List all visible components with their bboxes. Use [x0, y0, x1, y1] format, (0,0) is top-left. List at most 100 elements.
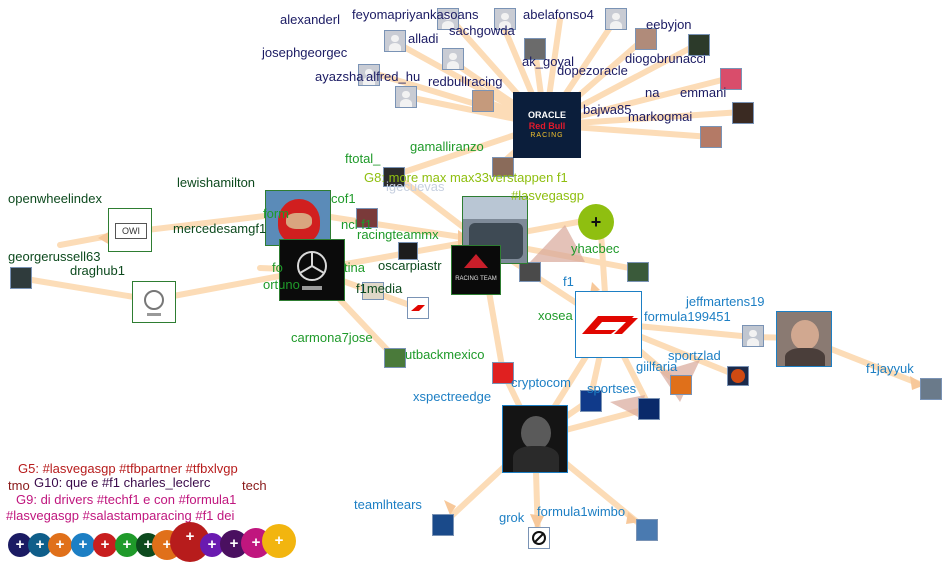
user-avatar[interactable] [638, 398, 660, 420]
racing-team-node[interactable]: RACING TEAM [451, 245, 501, 295]
user-avatar[interactable] [636, 519, 658, 541]
openwheelindex-node[interactable]: OWI [108, 208, 152, 252]
node-label: sachgowda [449, 23, 515, 38]
node-label: igecuevas [386, 179, 445, 194]
node-label: eebyjon [646, 17, 692, 32]
node-label: alladi [408, 31, 439, 46]
user-avatar[interactable] [688, 34, 710, 56]
node-label: sportzlad [668, 348, 721, 363]
group-button[interactable]: + [115, 533, 139, 557]
user-avatar[interactable] [627, 262, 649, 282]
user-avatar[interactable] [920, 378, 942, 400]
mercedesamgf1-node[interactable] [279, 239, 345, 301]
group-button[interactable]: + [93, 533, 117, 557]
group-label-g5: G5: #lasvegasgp #tfbpartner #tfbxlvgp [18, 461, 238, 476]
node-label: yhacbec [571, 241, 620, 256]
node-label: georgerussell63 [8, 249, 101, 264]
node-label: xosea [538, 308, 573, 323]
node-label: ayazsha [315, 69, 364, 84]
lewishamilton-node[interactable] [265, 190, 331, 246]
user-avatar[interactable] [580, 390, 602, 412]
node-label: fo [272, 260, 283, 275]
arrow-head [530, 514, 544, 530]
user-avatar[interactable] [437, 8, 459, 30]
node-label: na [645, 85, 660, 100]
user-avatar[interactable] [524, 38, 546, 60]
node-label: grok [499, 510, 525, 525]
xspectreedge-node[interactable] [502, 405, 568, 473]
user-avatar[interactable] [442, 48, 464, 70]
node-label: bajwa85 [583, 102, 632, 117]
user-avatar[interactable] [742, 325, 764, 347]
user-avatar[interactable] [398, 242, 418, 260]
node-label: lewishamilton [177, 175, 256, 190]
edge-triangle [530, 225, 585, 262]
grok-logo-icon [532, 531, 546, 545]
node-label: abelafonso4 [523, 7, 594, 22]
node-label: cof1 [331, 191, 356, 206]
group-label-g8: G8: more max max33verstappen f1 [364, 170, 568, 185]
grok-avatar[interactable] [528, 527, 550, 549]
node-label: formula1wimbo [537, 504, 626, 519]
node-label: emmani [680, 85, 727, 100]
racing-text: RACING [530, 132, 564, 139]
arrow-head [444, 500, 456, 515]
user-avatar[interactable] [494, 8, 516, 30]
edge [17, 275, 155, 303]
user-avatar[interactable] [492, 362, 514, 384]
node-label: diogobrunacci [625, 51, 706, 66]
user-avatar[interactable] [670, 375, 692, 395]
group-button[interactable]: + [48, 533, 72, 557]
node-label: form [263, 206, 289, 221]
f1-node[interactable] [575, 291, 642, 358]
user-avatar[interactable] [519, 262, 541, 282]
rb-logo-icon [464, 254, 488, 268]
user-avatar[interactable] [727, 366, 749, 386]
node-label: redbullracing [428, 74, 503, 89]
user-avatar[interactable] [472, 90, 494, 112]
node-label: markogmai [628, 109, 693, 124]
node-label: xspectreedge [413, 389, 492, 404]
owi-logo: OWI [115, 223, 147, 239]
user-avatar[interactable] [732, 102, 754, 124]
redbullracing-node[interactable]: ORACLE Red Bull RACING [513, 92, 581, 158]
group-label-g9-hashtags: #lasvegasgp #salastamparacing #f1 dei [6, 508, 235, 523]
user-avatar[interactable] [432, 514, 454, 536]
node-label: openwheelindex [8, 191, 102, 206]
user-avatar[interactable] [384, 348, 406, 368]
user-avatar[interactable] [492, 157, 514, 177]
user-avatar[interactable] [635, 28, 657, 50]
jeffmartens19-node[interactable] [776, 311, 832, 367]
draghub1-node[interactable] [132, 281, 176, 323]
draghub-logo-icon [144, 290, 164, 316]
user-avatar[interactable] [383, 167, 405, 187]
group-label-tech: tech [242, 478, 267, 493]
node-label: ak_goyal [522, 54, 575, 69]
user-avatar[interactable] [10, 267, 32, 289]
user-avatar[interactable] [384, 30, 406, 52]
user-avatar[interactable] [395, 86, 417, 108]
f1-logo-icon [582, 316, 638, 334]
node-label: dopezoracle [557, 63, 628, 78]
group-button[interactable]: + [262, 524, 296, 558]
user-avatar[interactable] [720, 68, 742, 90]
node-label: teamlhtears [354, 497, 422, 512]
node-label: ortuno [263, 277, 300, 292]
node-label: racingteammx [357, 227, 439, 242]
user-avatar[interactable] [358, 64, 380, 86]
mercedes-logo-icon [297, 251, 327, 290]
user-avatar[interactable] [605, 8, 627, 30]
expand-group-button[interactable]: + [578, 204, 614, 240]
node-label: carmona7jose [291, 330, 373, 345]
user-avatar[interactable] [407, 297, 429, 319]
group-button[interactable]: + [71, 533, 95, 557]
user-avatar[interactable] [356, 208, 378, 228]
edge-triangle [610, 395, 645, 418]
node-label: formula199451 [644, 309, 731, 324]
user-avatar[interactable] [700, 126, 722, 148]
node-label: f1jayyuk [866, 361, 914, 376]
node-label: alexanderl [280, 12, 340, 27]
node-label: utbackmexico [405, 347, 485, 362]
user-avatar[interactable] [362, 282, 384, 300]
